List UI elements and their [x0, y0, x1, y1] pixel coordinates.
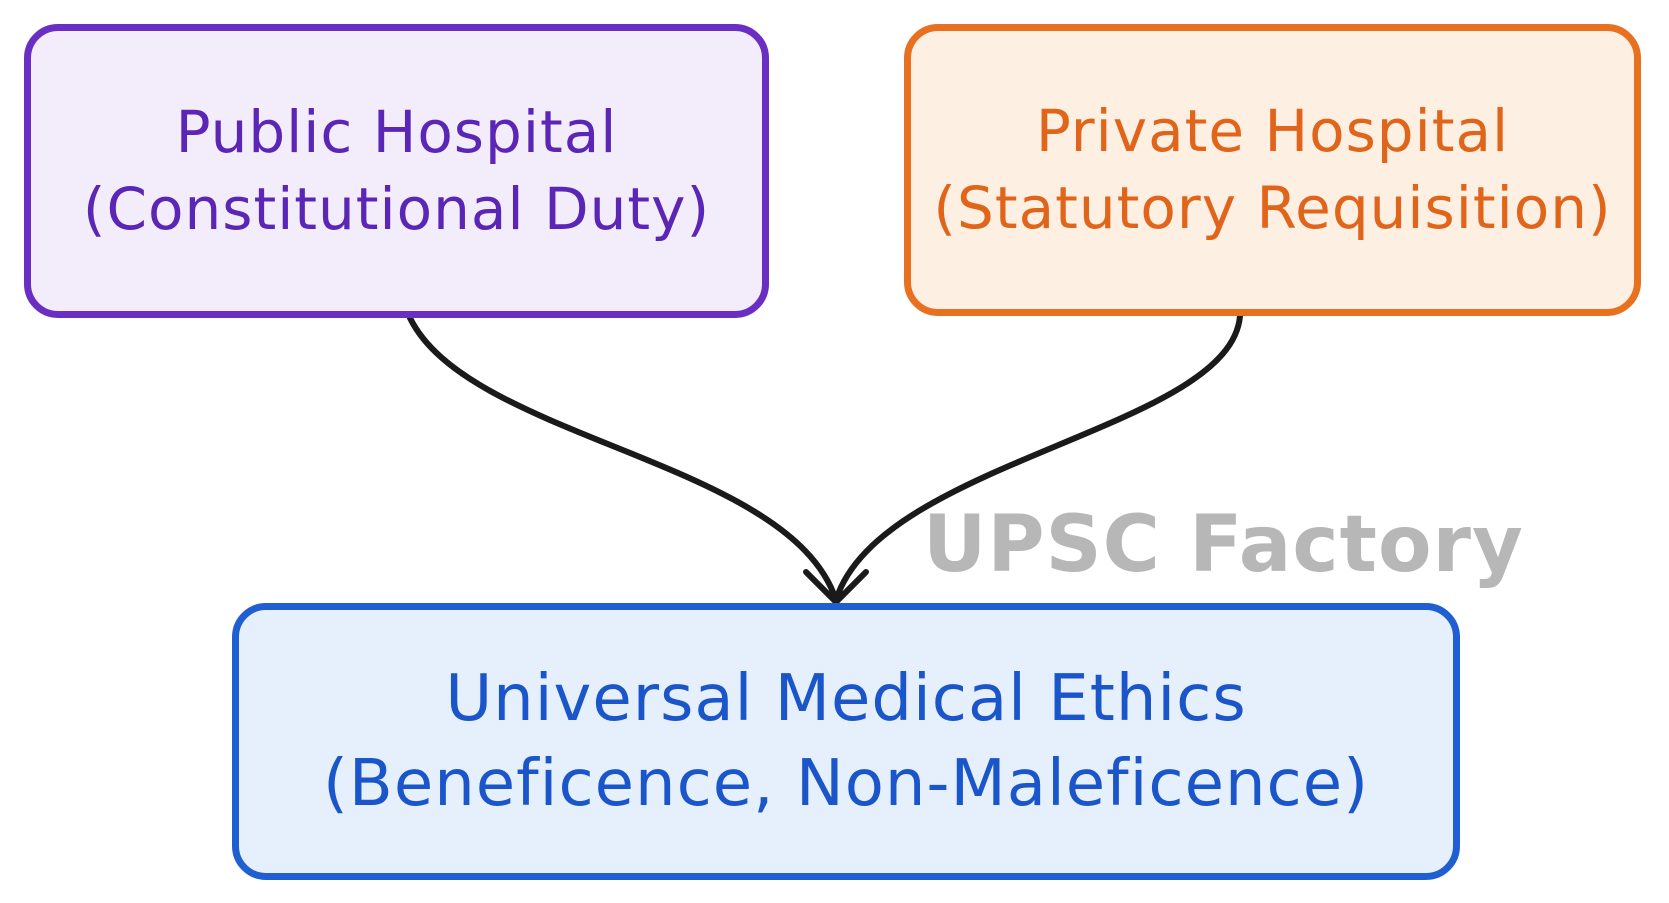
private-hospital-subtitle: (Statutory Requisition) — [933, 174, 1612, 242]
medical-ethics-subtitle: (Beneficence, Non-Maleficence) — [322, 746, 1370, 821]
public-hospital-node: Public Hospital (Constitutional Duty) — [24, 24, 769, 318]
private-hospital-title: Private Hospital — [1035, 97, 1510, 166]
arrow-public-to-ethics — [407, 315, 839, 603]
medical-ethics-title: Universal Medical Ethics — [445, 662, 1247, 737]
arrowhead — [803, 569, 869, 605]
medical-ethics-node: Universal Medical Ethics (Beneficence, N… — [232, 603, 1460, 880]
watermark-text: UPSC Factory — [923, 500, 1524, 590]
private-hospital-node: Private Hospital (Statutory Requisition) — [904, 24, 1641, 316]
public-hospital-subtitle: (Constitutional Duty) — [82, 175, 711, 243]
public-hospital-title: Public Hospital — [175, 98, 618, 167]
